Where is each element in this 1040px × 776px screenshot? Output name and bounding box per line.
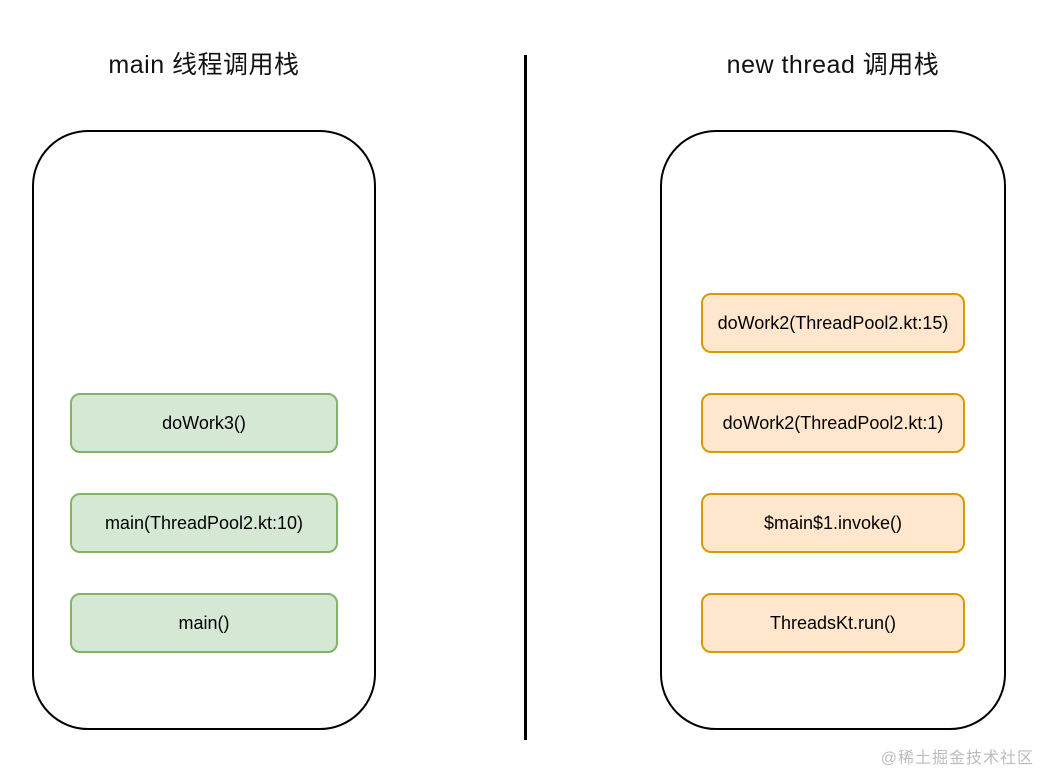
stack-frame: main(ThreadPool2.kt:10) [70, 493, 338, 553]
stack-frame: ThreadsKt.run() [701, 593, 965, 653]
vertical-divider [524, 55, 527, 740]
stack-frame: doWork2(ThreadPool2.kt:15) [701, 293, 965, 353]
new-thread-stack-container: doWork2(ThreadPool2.kt:15) doWork2(Thread… [660, 130, 1006, 730]
stack-frame: main() [70, 593, 338, 653]
main-thread-stack-container: doWork3() main(ThreadPool2.kt:10) main() [32, 130, 376, 730]
stack-frame: doWork3() [70, 393, 338, 453]
new-thread-stack-title: new thread 调用栈 [726, 51, 940, 79]
main-thread-stack-title: main 线程调用栈 [108, 51, 300, 79]
stack-frame: $main$1.invoke() [701, 493, 965, 553]
watermark: @稀土掘金技术社区 [880, 750, 1034, 767]
stack-frame: doWork2(ThreadPool2.kt:1) [701, 393, 965, 453]
